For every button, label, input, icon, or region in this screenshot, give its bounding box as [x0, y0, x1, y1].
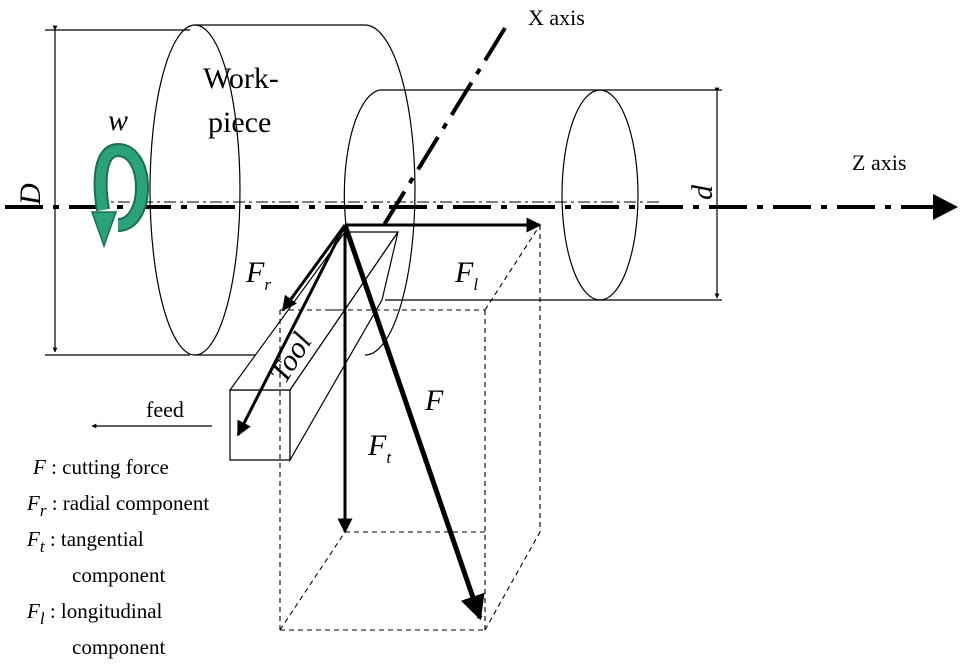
legend-row-2: Fr : radial component [26, 491, 209, 520]
label-d: d [686, 184, 719, 200]
force-F-arrow [342, 224, 485, 621]
workpiece-large-cylinder [149, 24, 416, 356]
workpiece-label-line2: piece [208, 106, 271, 139]
label-Ft: Ft [367, 429, 392, 467]
force-box-dashed [279, 224, 541, 631]
legend-row-3-cont: component [72, 563, 165, 587]
label-Fr: Fr [245, 256, 271, 294]
legend-row-4-cont: component [72, 635, 165, 659]
dimension-D [45, 25, 190, 356]
feed-label: feed [146, 397, 184, 422]
legend: F : cutting force Fr : radial component … [26, 455, 209, 659]
workpiece-label-line1: Work- [203, 62, 279, 95]
force-Fr-extension [236, 224, 347, 437]
label-D: D [14, 183, 47, 206]
label-w: w [108, 104, 128, 137]
force-Fr-arrow [281, 224, 347, 312]
z-axis-label: Z axis [852, 150, 906, 175]
x-axis-label: X axis [528, 5, 585, 30]
legend-row-4: Fl : longitudinal [26, 599, 163, 628]
rotation-arrow-icon [90, 142, 149, 249]
z-axis-arrowhead [933, 194, 958, 220]
legend-row-3: Ft : tangential [26, 527, 144, 556]
label-Fl: Fl [454, 256, 478, 294]
legend-row-1: F : cutting force [32, 455, 169, 479]
label-F: F [424, 384, 444, 417]
dimension-d [600, 87, 722, 301]
